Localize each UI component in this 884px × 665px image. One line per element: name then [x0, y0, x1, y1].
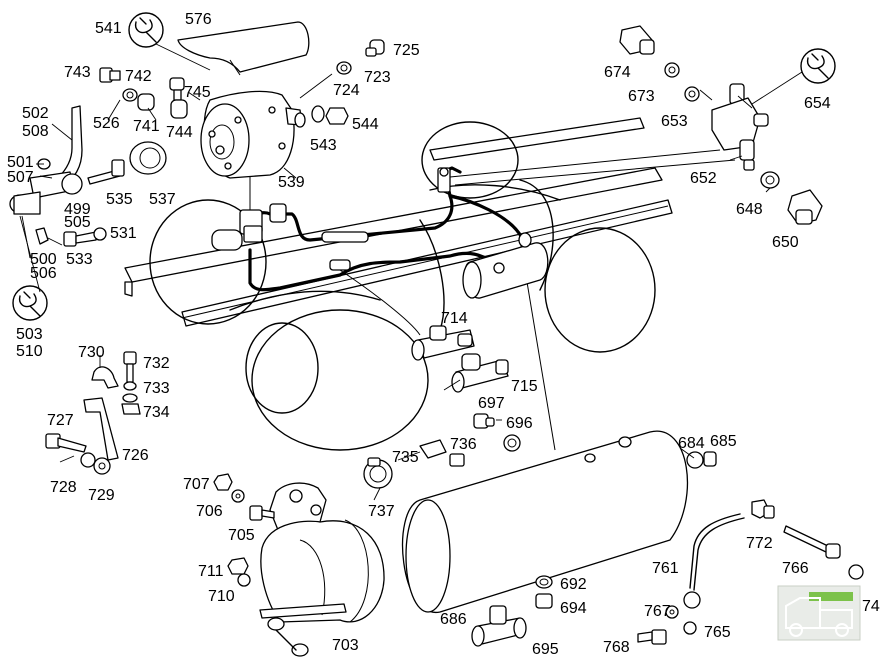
label-533: 533	[66, 251, 93, 268]
label-772: 772	[746, 535, 773, 552]
label-654: 654	[804, 95, 831, 112]
wrench-icon	[128, 12, 164, 48]
clamp-parts	[363, 439, 465, 489]
label-705: 705	[228, 527, 255, 544]
label-734: 734	[143, 404, 170, 421]
label-650: 650	[772, 234, 799, 251]
label-652: 652	[690, 170, 717, 187]
label-694: 694	[560, 600, 587, 617]
label-526: 526	[93, 115, 120, 132]
label-768: 768	[603, 639, 630, 656]
label-736: 736	[450, 436, 477, 453]
label-703: 703	[332, 637, 359, 654]
label-674: 674	[604, 64, 631, 81]
label-695: 695	[532, 641, 559, 658]
main-air-tank-686	[402, 430, 717, 613]
strap-bracket-703	[213, 473, 385, 657]
label-724: 724	[333, 82, 360, 99]
top-middle-small-parts	[294, 39, 385, 128]
label-648: 648	[736, 201, 763, 218]
right-bottom-parts	[637, 499, 864, 645]
valve-cluster-left	[211, 203, 369, 271]
leader-lines	[59, 89, 771, 501]
label-576: 576	[185, 11, 212, 28]
label-501: 501	[7, 154, 34, 171]
label-735: 735	[392, 449, 419, 466]
label-711: 711	[198, 563, 224, 580]
wrench-icon	[800, 48, 836, 84]
label-766: 766	[782, 560, 809, 577]
small-air-tank	[462, 232, 549, 299]
label-767: 767	[644, 603, 671, 620]
part-743	[99, 67, 121, 83]
label-535: 535	[106, 191, 133, 208]
label-653: 653	[661, 113, 688, 130]
bracket-parts	[45, 351, 141, 475]
label-723: 723	[364, 69, 391, 86]
label-733: 733	[143, 380, 170, 397]
label-673: 673	[628, 88, 655, 105]
label-543: 543	[310, 137, 337, 154]
label-744: 744	[166, 124, 193, 141]
label-706: 706	[196, 503, 223, 520]
label-692: 692	[560, 576, 587, 593]
label-544: 544	[352, 116, 379, 133]
watermark-logo	[777, 585, 861, 641]
label-537: 537	[149, 191, 176, 208]
label-539: 539	[278, 174, 305, 191]
label-737: 737	[368, 503, 395, 520]
label-499: 499	[64, 201, 91, 218]
label-500: 500	[30, 251, 57, 268]
label-741: 741	[133, 118, 160, 135]
label-510: 510	[16, 343, 43, 360]
label-743: 743	[64, 64, 91, 81]
label-541: 541	[95, 20, 122, 37]
label-742: 742	[125, 68, 152, 85]
fittings-697-696	[473, 413, 521, 452]
label-684: 684	[678, 435, 705, 452]
fittings-714-715	[411, 325, 509, 393]
chassis-frame	[124, 117, 673, 451]
label-685: 685	[710, 433, 737, 450]
compressor-539	[200, 90, 303, 179]
label-503: 503	[16, 326, 43, 343]
label-531: 531	[110, 225, 137, 242]
label-765: 765	[704, 624, 731, 641]
label-745: 745	[184, 84, 211, 101]
bottom-fittings	[471, 575, 553, 647]
label-730: 730	[78, 344, 105, 361]
label-505: 505	[64, 214, 91, 231]
label-686: 686	[440, 611, 467, 628]
label-502: 502	[22, 105, 49, 122]
left-parts-cluster	[9, 67, 201, 259]
label-697: 697	[478, 395, 505, 412]
label-714: 714	[441, 310, 468, 327]
right-top-cluster	[619, 25, 823, 225]
label-726: 726	[122, 447, 149, 464]
label-710: 710	[208, 588, 235, 605]
label-725: 725	[393, 42, 420, 59]
label-729: 729	[88, 487, 115, 504]
label-696: 696	[506, 415, 533, 432]
label-732: 732	[143, 355, 170, 372]
label-507: 507	[7, 169, 34, 186]
label-728: 728	[50, 479, 77, 496]
label-506: 506	[30, 265, 57, 282]
label-508: 508	[22, 123, 49, 140]
label-707: 707	[183, 476, 210, 493]
tee-fitting-top	[437, 167, 451, 193]
label-727: 727	[47, 412, 74, 429]
label-761: 761	[652, 560, 679, 577]
label-715: 715	[511, 378, 538, 395]
label-74: 74	[862, 598, 880, 615]
part-labels: 541 576 725 723 724 544 543 743 742 745 …	[7, 11, 880, 658]
wrench-icon	[12, 285, 48, 321]
cover-576	[177, 21, 310, 76]
